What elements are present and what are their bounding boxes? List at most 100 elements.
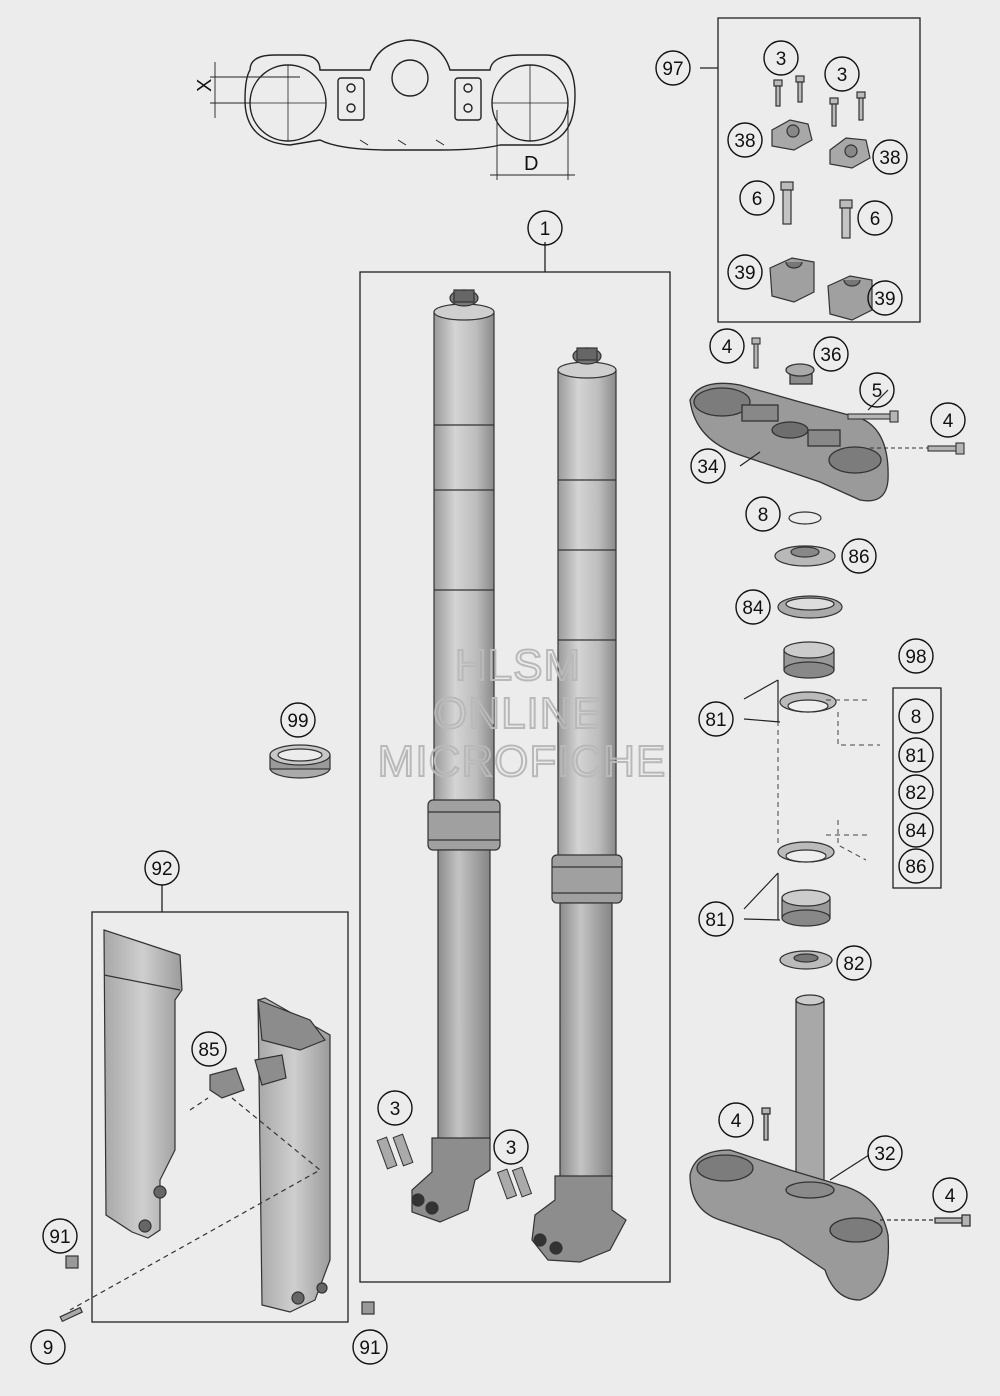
callout-circle — [898, 812, 934, 848]
callout-label: 8 — [911, 707, 922, 728]
callout-label: 99 — [287, 711, 308, 732]
callout-38: 38 — [872, 139, 908, 175]
callout-circle — [727, 122, 763, 158]
watermark-line-2: ONLINE — [433, 689, 603, 738]
callout-label: 3 — [390, 1099, 401, 1120]
callout-circle — [352, 1329, 388, 1365]
callout-circle — [144, 850, 180, 886]
callout-label: 39 — [734, 263, 755, 284]
callout-label: 4 — [731, 1111, 742, 1132]
callout-circle — [493, 1129, 529, 1165]
callout-circle — [824, 56, 860, 92]
callout-84: 84 — [735, 589, 771, 625]
callout-91: 91 — [42, 1218, 78, 1254]
callout-circle — [898, 638, 934, 674]
callout-label: 1 — [540, 219, 551, 240]
watermark: HLSM ONLINE MICROFICHE — [377, 640, 667, 787]
callout-label: 92 — [151, 859, 172, 880]
callout-circle — [745, 496, 781, 532]
callout-label: 86 — [905, 857, 926, 878]
callout-5: 5 — [859, 372, 895, 408]
callout-circle — [718, 1102, 754, 1138]
callout-circle — [930, 402, 966, 438]
callout-label: 4 — [945, 1186, 956, 1207]
callout-circle — [872, 139, 908, 175]
callout-label: 38 — [734, 131, 755, 152]
callout-circle — [898, 848, 934, 884]
dimension-x-label: X — [194, 79, 216, 92]
callout-6: 6 — [857, 200, 893, 236]
callout-circle — [30, 1329, 66, 1365]
callout-36: 36 — [813, 336, 849, 372]
callout-3: 3 — [377, 1090, 413, 1126]
callout-86: 86 — [841, 538, 877, 574]
callout-92: 92 — [144, 850, 180, 886]
callout-label: 8 — [758, 505, 769, 526]
callout-label: 3 — [776, 49, 787, 70]
callout-38: 38 — [727, 122, 763, 158]
callout-circle — [698, 901, 734, 937]
callout-8: 8 — [745, 496, 781, 532]
callout-4: 4 — [930, 402, 966, 438]
callout-label: 34 — [697, 457, 719, 478]
callout-circle — [527, 210, 563, 246]
callout-circle — [727, 254, 763, 290]
callout-label: 3 — [506, 1138, 517, 1159]
callout-circle — [859, 372, 895, 408]
callout-label: 38 — [879, 148, 900, 169]
upper-triple-clamp — [689, 363, 889, 502]
kit-97-parts — [769, 75, 873, 321]
callout-label: 97 — [662, 59, 683, 80]
lower-triple-clamp — [689, 994, 971, 1301]
callout-81: 81 — [898, 737, 934, 773]
callout-81: 81 — [698, 901, 734, 937]
part-99-ring — [269, 744, 331, 779]
fork-guards — [59, 929, 375, 1323]
callout-circle — [735, 589, 771, 625]
callout-81: 81 — [698, 701, 734, 737]
callout-8: 8 — [898, 698, 934, 734]
steering-head-outline — [777, 699, 880, 861]
callout-circle — [898, 774, 934, 810]
callout-4: 4 — [709, 328, 745, 364]
clamp-dimension-view — [210, 39, 576, 180]
callout-label: 81 — [705, 910, 726, 931]
callout-39: 39 — [867, 280, 903, 316]
leader-lines — [739, 389, 889, 1181]
callout-label: 39 — [874, 289, 895, 310]
dimension-d-label: D — [524, 153, 538, 175]
callout-label: 4 — [943, 411, 954, 432]
callout-circle — [739, 180, 775, 216]
clamp-bolts — [751, 337, 965, 455]
callout-3: 3 — [493, 1129, 529, 1165]
callout-circle — [377, 1090, 413, 1126]
callout-label: 84 — [905, 821, 927, 842]
callout-label: 9 — [43, 1338, 54, 1359]
callout-label: 36 — [820, 345, 841, 366]
callout-97: 97 — [655, 50, 691, 86]
callout-circle — [898, 737, 934, 773]
callout-82: 82 — [836, 945, 872, 981]
callout-label: 84 — [742, 598, 764, 619]
callout-label: 82 — [843, 954, 864, 975]
callout-1: 1 — [527, 210, 563, 246]
callout-label: 98 — [905, 647, 926, 668]
callout-circle — [898, 698, 934, 734]
callout-39: 39 — [727, 254, 763, 290]
callout-85: 85 — [191, 1031, 227, 1067]
callout-circle — [932, 1177, 968, 1213]
fork-leg-right — [531, 347, 627, 1263]
callout-99: 99 — [280, 702, 316, 738]
callout-circle — [42, 1218, 78, 1254]
callout-4: 4 — [932, 1177, 968, 1213]
callout-circle — [857, 200, 893, 236]
callout-circle — [836, 945, 872, 981]
callout-9: 9 — [30, 1329, 66, 1365]
callout-91: 91 — [352, 1329, 388, 1365]
watermark-line-1: HLSM — [455, 641, 581, 690]
callout-label: 3 — [837, 65, 848, 86]
callout-3: 3 — [824, 56, 860, 92]
